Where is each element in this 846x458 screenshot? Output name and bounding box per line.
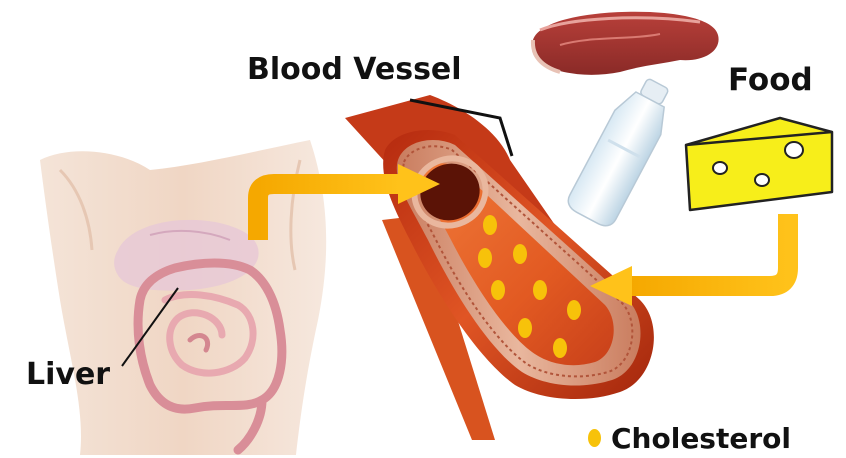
cholesterol-legend-icon <box>588 429 601 447</box>
cholesterol-particle-icon <box>553 338 567 358</box>
blood-vessel-label: Blood Vessel <box>247 52 462 87</box>
cholesterol-particle-icon <box>567 300 581 320</box>
cholesterol-legend-label: Cholesterol <box>611 422 791 455</box>
cheese-icon <box>686 118 832 210</box>
food-to-vessel-arrow-icon <box>590 214 788 306</box>
cholesterol-particle-icon <box>518 318 532 338</box>
cholesterol-particle-icon <box>478 248 492 268</box>
cholesterol-particle-icon <box>491 280 505 300</box>
food-label: Food <box>728 62 813 98</box>
legend: Cholesterol <box>588 421 791 455</box>
cholesterol-particle-icon <box>483 215 497 235</box>
cholesterol-particle-icon <box>533 280 547 300</box>
liver-label: Liver <box>26 357 110 392</box>
cholesterol-particle-icon <box>513 244 527 264</box>
milk-bottle-icon <box>564 71 681 230</box>
steak-icon <box>532 12 719 75</box>
